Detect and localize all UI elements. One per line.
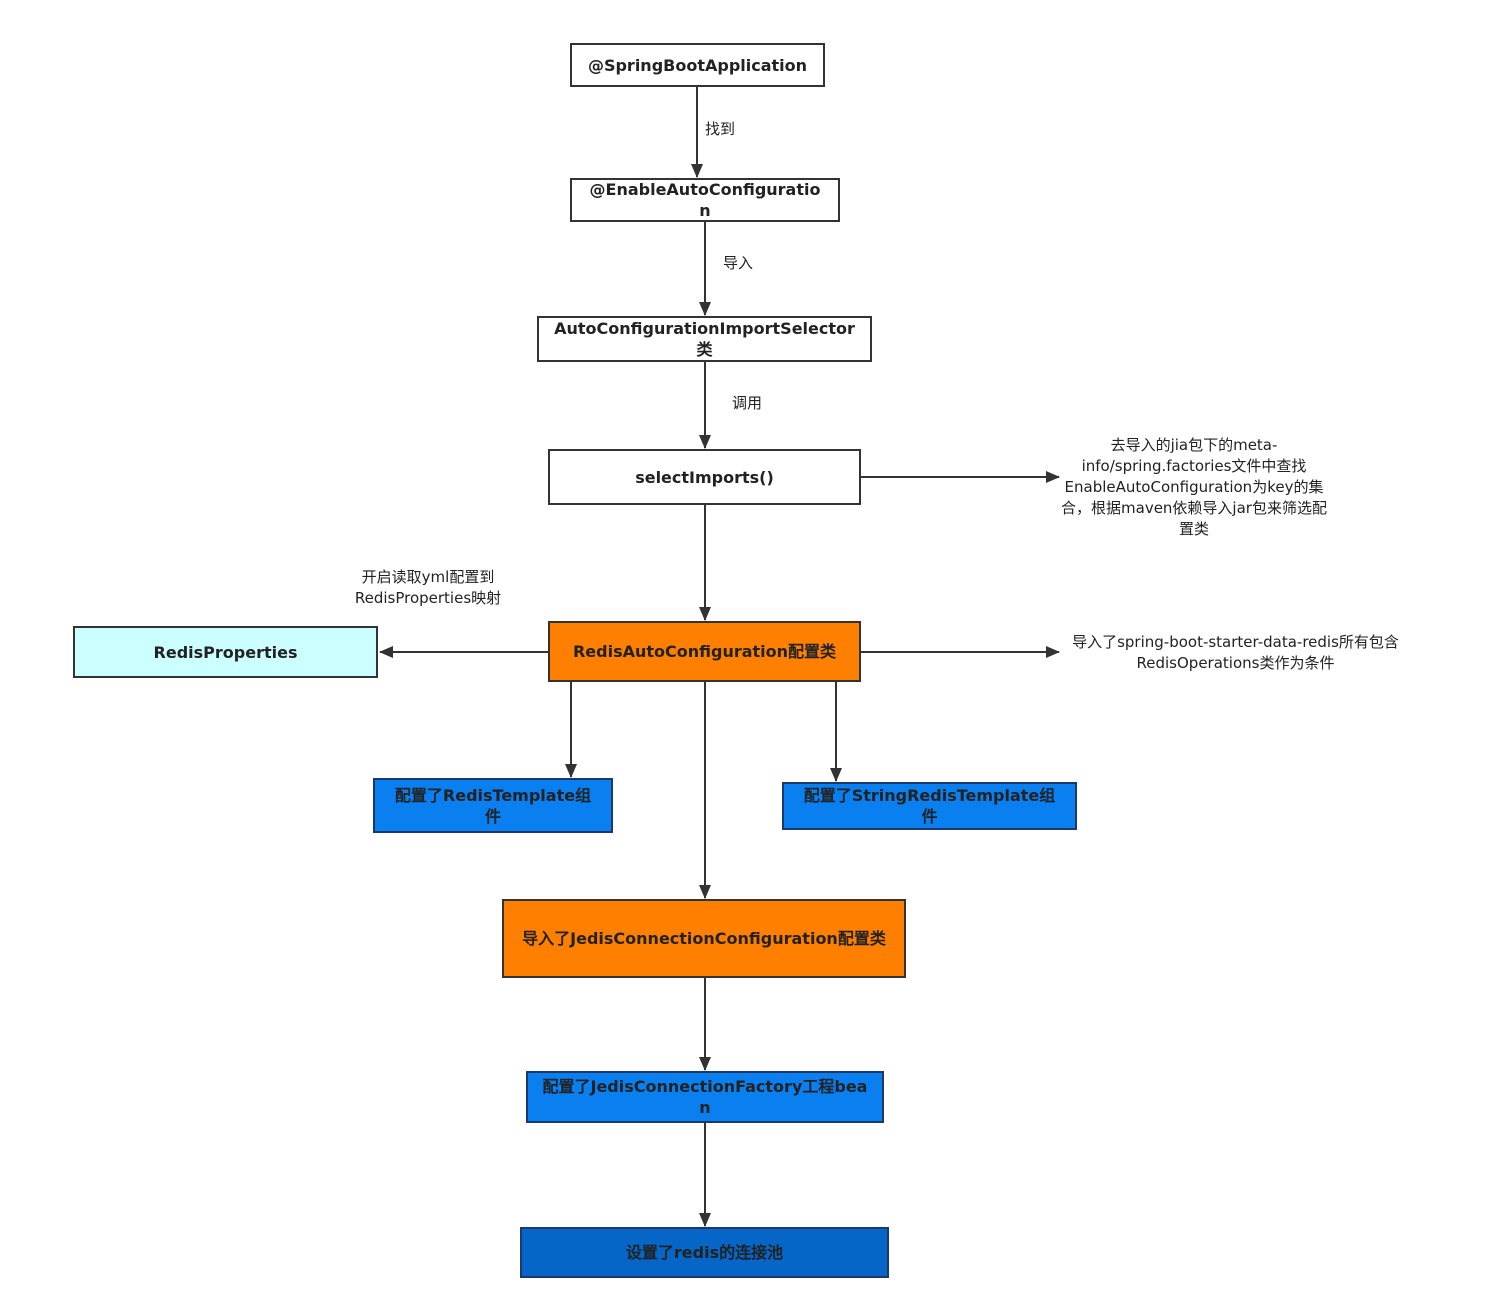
node-jedis-connection-configuration[interactable]: 导入了JedisConnectionConfiguration配置类 bbox=[502, 899, 906, 978]
node-select-imports-label: selectImports() bbox=[635, 467, 774, 487]
node-jedis-connection-factory-label: 配置了JedisConnectionFactory工程bean bbox=[542, 1077, 868, 1117]
note-spring-factories: 去导入的jia包下的meta-info/spring.factories文件中查… bbox=[1061, 436, 1327, 538]
node-spring-boot-application-label: @SpringBootApplication bbox=[587, 55, 808, 75]
node-redis-template-label: 配置了RedisTemplate组件 bbox=[394, 785, 592, 826]
node-select-imports[interactable]: selectImports() bbox=[548, 449, 861, 505]
node-redis-properties[interactable]: RedisProperties bbox=[73, 626, 378, 678]
node-string-redis-template-label: 配置了StringRedisTemplate组件 bbox=[803, 786, 1056, 826]
node-redis-auto-configuration[interactable]: RedisAutoConfiguration配置类 bbox=[548, 621, 861, 682]
node-redis-properties-label: RedisProperties bbox=[153, 642, 298, 662]
node-redis-template[interactable]: 配置了RedisTemplate组件 bbox=[373, 778, 613, 833]
edge-label-find: 找到 bbox=[705, 120, 736, 138]
node-enable-auto-configuration[interactable]: @EnableAutoConfiguration bbox=[570, 178, 840, 222]
node-auto-configuration-import-selector-label: AutoConfigurationImportSelector类 bbox=[554, 319, 855, 359]
node-string-redis-template[interactable]: 配置了StringRedisTemplate组件 bbox=[782, 782, 1077, 830]
node-redis-connection-pool-label: 设置了redis的连接池 bbox=[625, 1243, 784, 1262]
edge-label-import: 导入 bbox=[723, 254, 754, 272]
node-redis-connection-pool[interactable]: 设置了redis的连接池 bbox=[520, 1227, 889, 1278]
node-redis-auto-configuration-label: RedisAutoConfiguration配置类 bbox=[572, 642, 837, 661]
node-jedis-connection-configuration-label: 导入了JedisConnectionConfiguration配置类 bbox=[522, 929, 886, 948]
node-jedis-connection-factory[interactable]: 配置了JedisConnectionFactory工程bean bbox=[526, 1071, 884, 1123]
node-spring-boot-application[interactable]: @SpringBootApplication bbox=[570, 43, 825, 87]
node-enable-auto-configuration-label: @EnableAutoConfiguration bbox=[589, 180, 821, 220]
note-yml-properties: 开启读取yml配置到RedisProperties映射 bbox=[354, 568, 502, 607]
note-starter-condition: 导入了spring-boot-starter-data-redis所有包含Red… bbox=[1072, 633, 1399, 672]
node-auto-configuration-import-selector[interactable]: AutoConfigurationImportSelector类 bbox=[537, 316, 872, 362]
edge-label-call: 调用 bbox=[732, 394, 763, 412]
